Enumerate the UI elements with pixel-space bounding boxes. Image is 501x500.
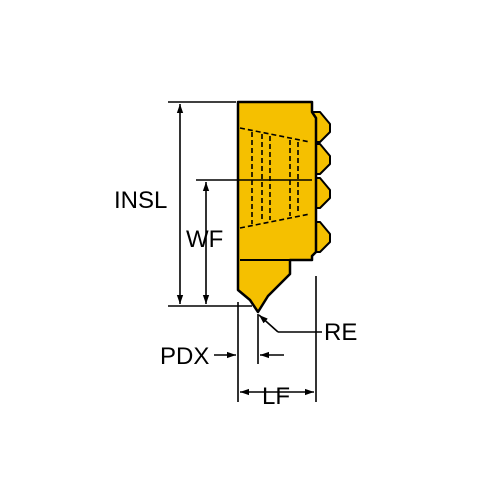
hidden-lines xyxy=(239,127,311,229)
pdx-dimension xyxy=(214,302,284,402)
re-label: RE xyxy=(324,319,357,346)
wf-dimension xyxy=(196,179,312,304)
wf-label: WF xyxy=(186,226,223,253)
re-leader-arrow xyxy=(258,314,279,333)
insert-body xyxy=(236,100,331,314)
lf-label: LF xyxy=(262,383,290,410)
re-leader xyxy=(258,314,322,333)
insl-label: INSL xyxy=(114,187,167,214)
insert-outline xyxy=(236,100,318,314)
hidden-line xyxy=(239,127,311,143)
lf-dimension xyxy=(240,276,317,402)
pdx-label: PDX xyxy=(160,343,209,370)
hidden-line xyxy=(239,213,311,229)
